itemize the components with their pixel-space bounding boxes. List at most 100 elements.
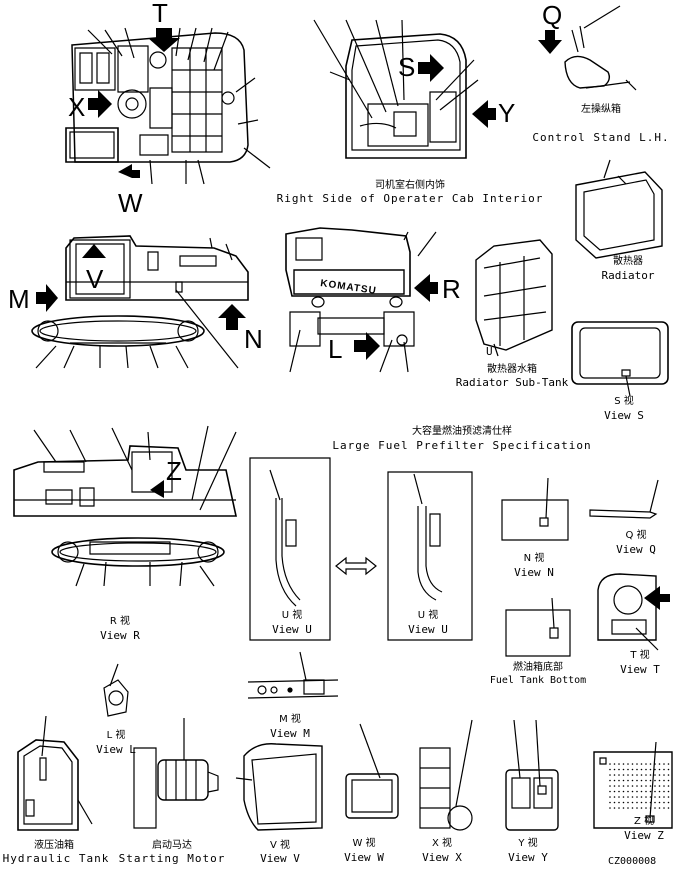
grid-dot <box>613 774 616 776</box>
view-m-cn: M 视 <box>279 714 301 725</box>
grid-dot <box>636 763 638 765</box>
view-y-drawing <box>506 720 558 830</box>
control-stand-drawing <box>565 6 636 90</box>
grid-dot <box>645 768 647 771</box>
grid-dot <box>613 763 616 765</box>
grid-dot <box>618 807 620 809</box>
view-l-drawing <box>104 664 128 716</box>
grid-dot <box>649 796 652 798</box>
grid-dot <box>627 779 629 782</box>
grid-dot <box>640 774 643 776</box>
prefilter-drawing-2 <box>414 474 442 600</box>
control-stand-en: Control Stand L.H. <box>532 131 670 144</box>
grid-dot <box>636 807 638 809</box>
grid-dot <box>649 779 652 782</box>
view-u1-cn: U 视 <box>281 610 303 621</box>
starting-motor-cn: 启动马达 <box>152 840 192 851</box>
grid-dot <box>667 807 670 809</box>
grid-dot <box>627 774 629 776</box>
grid-dot <box>627 763 629 765</box>
starting-motor-en: Starting Motor <box>118 852 226 865</box>
grid-dot <box>658 785 661 787</box>
grid-dot <box>649 763 652 765</box>
view-u2-cn: U 视 <box>417 610 439 621</box>
side-view-machine <box>32 236 248 368</box>
arrow-q-icon <box>538 30 562 54</box>
grid-dot <box>631 801 634 804</box>
grid-dot <box>667 801 670 804</box>
grid-dot <box>667 779 670 782</box>
grid-dot <box>613 796 616 798</box>
view-letter-s: S <box>398 52 416 82</box>
view-m-drawing <box>248 652 338 698</box>
view-letter-t: T <box>152 0 168 28</box>
grid-dot <box>636 774 638 776</box>
arrow-m-icon <box>36 284 58 312</box>
view-letter-x: X <box>68 92 86 122</box>
grid-dot <box>609 790 611 793</box>
arrow-t-icon <box>148 28 180 52</box>
view-n-drawing <box>502 478 568 540</box>
grid-dot <box>609 763 611 765</box>
grid-dot <box>658 796 661 798</box>
solid-arrow-icon-group <box>36 28 670 610</box>
grid-dot <box>627 768 629 771</box>
grid-dot <box>631 785 634 787</box>
grid-dot <box>609 774 611 776</box>
small-arrows <box>82 244 164 498</box>
view-z-drawing <box>594 742 672 828</box>
grid-dot <box>622 763 625 765</box>
grid-dot <box>631 774 634 776</box>
prefilter-frame-2 <box>388 472 472 640</box>
view-v-drawing <box>236 744 322 830</box>
grid-dot <box>663 801 665 804</box>
view-w-en: View W <box>344 851 384 864</box>
fuel-tank-cn: 燃油箱底部 <box>513 662 563 673</box>
grid-dot <box>613 779 616 782</box>
arrow-l-icon <box>354 332 380 360</box>
grid-dot <box>649 774 652 776</box>
grid-dot <box>618 768 620 771</box>
grid-dot <box>645 774 647 776</box>
view-q-cn: Q 视 <box>625 530 647 541</box>
view-t-drawing <box>598 574 658 650</box>
view-q-drawing <box>590 480 658 518</box>
view-letter-l: L <box>328 334 343 364</box>
grid-dot <box>658 807 661 809</box>
arrow-t2-icon <box>644 586 670 610</box>
grid-dot <box>645 796 647 798</box>
view-z-dot-grid <box>609 763 670 809</box>
grid-dot <box>654 779 656 782</box>
grid-dot <box>636 785 638 787</box>
grid-dot <box>640 790 643 793</box>
grid-dot <box>667 763 670 765</box>
grid-dot <box>622 801 625 804</box>
view-n-cn: N 视 <box>523 553 545 564</box>
view-l-en: View L <box>96 743 136 756</box>
grid-dot <box>622 790 625 793</box>
view-letter-w: W <box>118 188 143 218</box>
grid-dot <box>640 763 643 765</box>
grid-dot <box>658 763 661 765</box>
grid-dot <box>622 774 625 776</box>
grid-dot <box>631 790 634 793</box>
grid-dot <box>658 779 661 782</box>
grid-dot <box>658 774 661 776</box>
grid-dot <box>622 779 625 782</box>
view-s-cn: S 视 <box>614 396 634 407</box>
arrow-z-icon <box>150 480 164 498</box>
grid-dot <box>645 790 647 793</box>
view-x-drawing <box>420 720 472 830</box>
grid-dot <box>627 785 629 787</box>
grid-dot <box>613 768 616 771</box>
arrow-v-icon <box>82 244 106 258</box>
arrow-s-icon <box>418 54 444 82</box>
grid-dot <box>631 807 634 809</box>
hydraulic-tank-en: Hydraulic Tank <box>2 852 110 865</box>
hydraulic-tank-drawing <box>18 716 92 830</box>
view-letter-u: U <box>486 345 493 358</box>
grid-dot <box>618 796 620 798</box>
grid-dot <box>636 790 638 793</box>
grid-dot <box>654 801 656 804</box>
